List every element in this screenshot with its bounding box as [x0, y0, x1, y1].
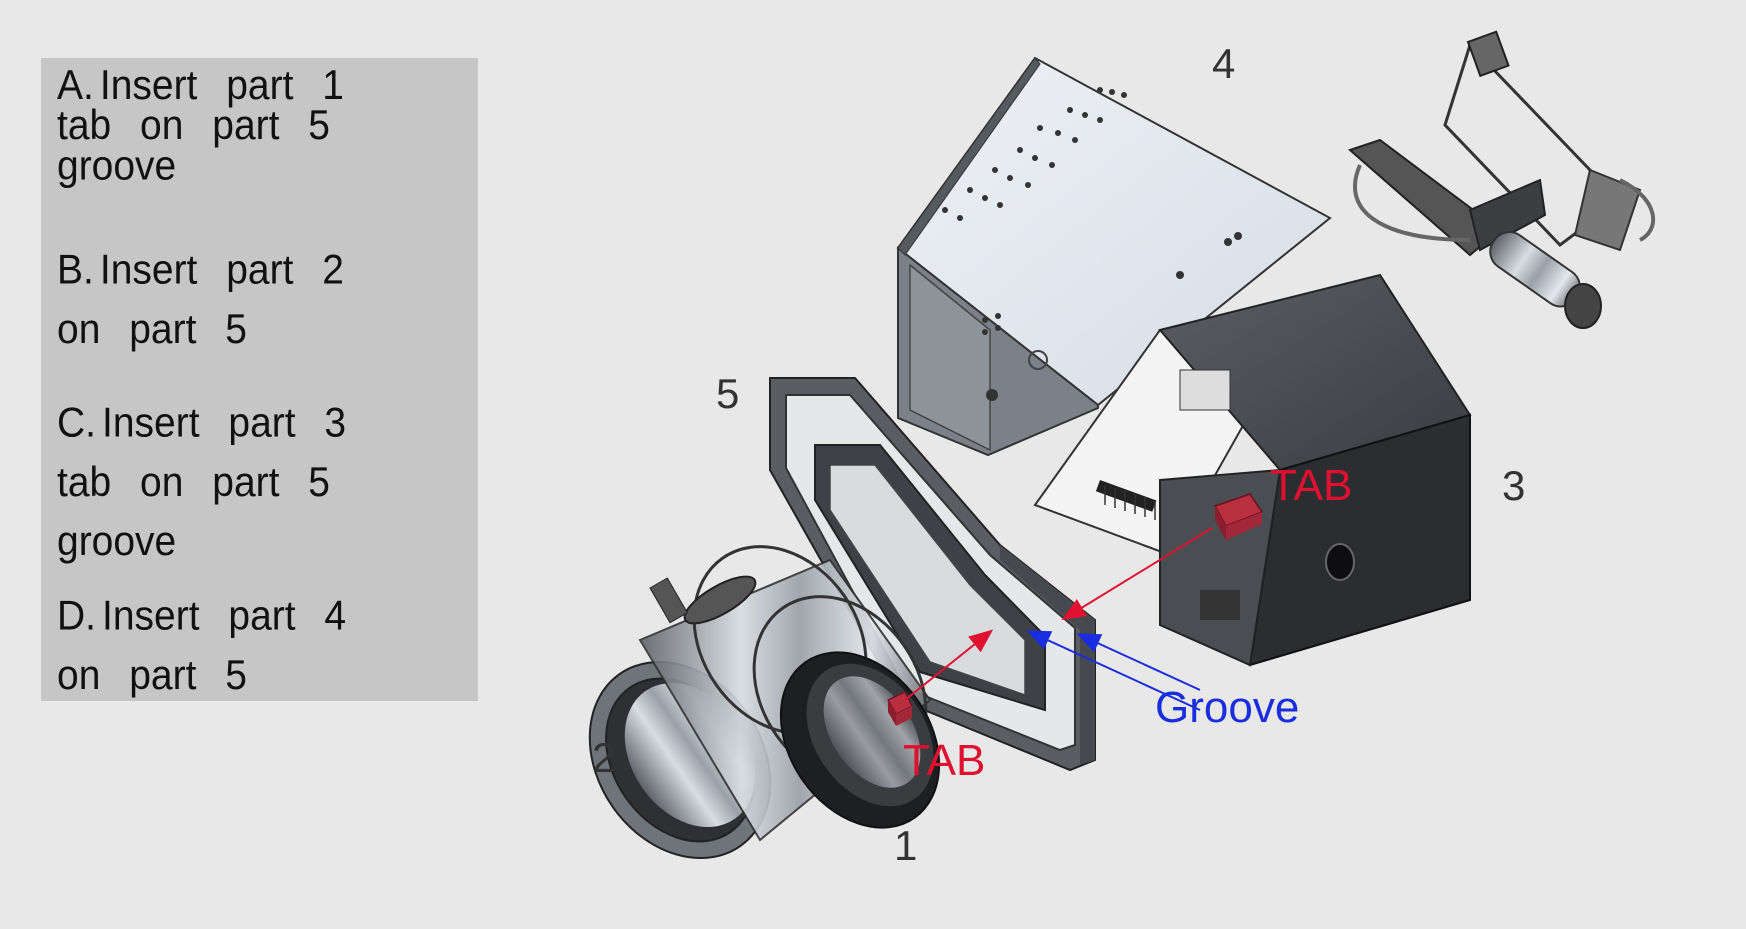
tab-arrow-3	[1061, 527, 1213, 621]
groove-arrow-1	[1026, 630, 1201, 711]
part-label-1: 1	[894, 822, 917, 869]
step-text: groove	[57, 519, 177, 565]
step-text: Insert part 2	[99, 247, 344, 293]
step-text: tab on part 5	[57, 103, 330, 149]
step-text: on part 5	[57, 306, 247, 353]
step-text: Insert part 1	[99, 62, 344, 109]
part-4-cover	[896, 56, 1332, 457]
part-label-2: 2	[592, 734, 615, 781]
part-label-3: 3	[1502, 462, 1525, 509]
tab-label-part-3: TAB	[1270, 461, 1352, 510]
step-letter: A.	[57, 62, 94, 109]
tab-label-part-1: TAB	[903, 736, 985, 785]
part-label-4: 4	[1212, 40, 1235, 87]
bracket-assembly	[1348, 30, 1656, 329]
groove-arrow-2	[1076, 633, 1201, 691]
step-text: Insert part 4	[102, 593, 347, 639]
groove-label: Groove	[1155, 683, 1299, 732]
instructions-panel: A.Insert part 1 tab on part 5 groove B.I…	[41, 58, 478, 701]
step-text: tab on part 5	[57, 459, 330, 506]
step-letter: D.	[57, 593, 96, 639]
step-text: on part 5	[57, 652, 247, 699]
step-a: A.Insert part 1 tab on part 5 groove	[57, 62, 457, 189]
part-label-5: 5	[716, 370, 739, 417]
part-1-tab	[887, 691, 913, 726]
step-c: C.Insert part 3 tab on part 5 groove	[57, 394, 457, 572]
step-letter: B.	[57, 247, 94, 293]
step-text: Insert part 3	[102, 400, 347, 446]
tab-arrow-1	[904, 629, 994, 701]
part-3-tab	[1213, 493, 1264, 540]
step-b: B.Insert part 2 on part 5	[57, 241, 457, 360]
step-text: groove	[57, 143, 177, 189]
step-letter: C.	[57, 400, 96, 446]
step-d: D.Insert part 4 on part 5	[57, 587, 457, 706]
